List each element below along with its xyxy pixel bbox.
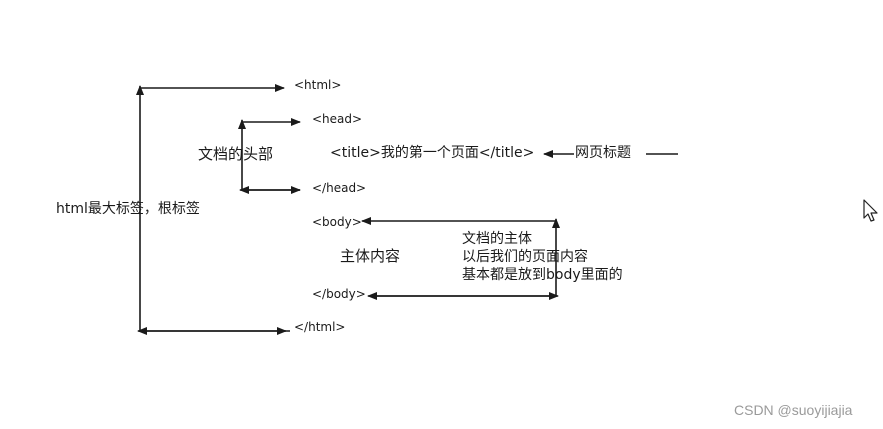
body-content-label: 主体内容 bbox=[340, 247, 401, 265]
html-close-tag: </html> bbox=[294, 320, 346, 334]
watermark-text: CSDN @suoyijiajia bbox=[734, 402, 853, 418]
body-open-tag: <body> bbox=[312, 215, 362, 229]
root-label: html最大标签，根标签 bbox=[56, 201, 200, 217]
body-close-tag: </body> bbox=[312, 287, 366, 301]
html-open-tag: <html> bbox=[294, 78, 342, 92]
page-title-label: 网页标题 bbox=[575, 145, 631, 161]
body-note-label: 文档的主体 以后我们的页面内容 基本都是放到body里面的 bbox=[462, 231, 623, 283]
head-open-tag: <head> bbox=[312, 112, 363, 126]
head-close-tag: </head> bbox=[312, 181, 367, 195]
mouse-pointer-icon bbox=[863, 199, 878, 222]
title-tag-line: <title>我的第一个页面</title> bbox=[330, 145, 535, 161]
head-label: 文档的头部 bbox=[198, 145, 274, 163]
